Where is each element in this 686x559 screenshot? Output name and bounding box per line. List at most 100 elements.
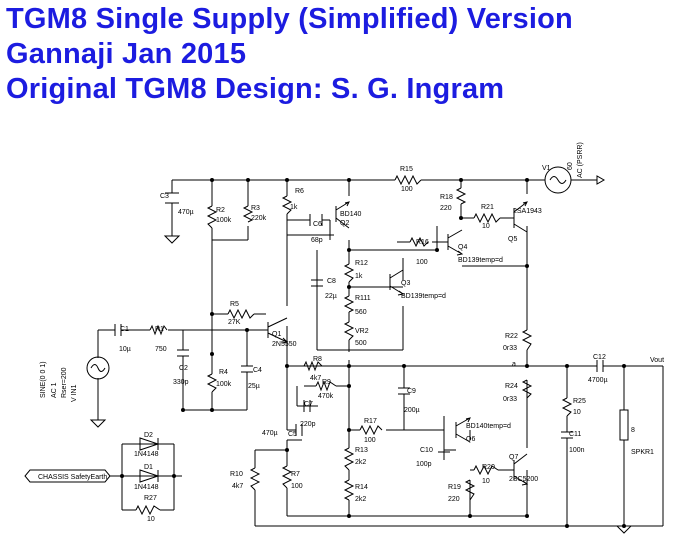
speaker-SPKR1 (619, 409, 629, 441)
label-R4-val: 100k (216, 381, 232, 388)
label-R27-ref: R27 (144, 495, 157, 502)
wires (97, 166, 664, 527)
label-Q4-ref: Q4 (458, 244, 467, 251)
label-C10-ref: C10 (420, 447, 433, 454)
label-R22-val: 0r33 (503, 345, 517, 352)
transistor-Q4 (447, 229, 464, 256)
label-R17-val: 100 (364, 437, 376, 444)
label-R12-ref: R12 (355, 260, 368, 267)
label-C8-val: 22µ (325, 293, 337, 300)
label-R111-val: 560 (355, 309, 367, 316)
label-Q2-val: BD140 (340, 211, 362, 218)
label-vin-line2: AC 1 (51, 382, 58, 398)
label-R21-ref: R21 (481, 204, 494, 211)
label-R25-ref: R25 (573, 398, 586, 405)
label-R4-ref: R4 (219, 369, 228, 376)
label-R8-ref: R8 (313, 356, 322, 363)
resistor-R7 (281, 465, 293, 489)
transistor-Q5 (513, 201, 528, 233)
transistor-Q6 (455, 417, 471, 443)
misc-symbols (24, 175, 633, 534)
transistor-Q1 (267, 317, 289, 344)
label-C12-val: 4700µ (588, 377, 608, 384)
resistor-R24 (521, 379, 533, 399)
label-Q7-val: 2SC5200 (509, 476, 538, 483)
capacitor-C2 (177, 349, 189, 362)
resistor-R6 (281, 195, 293, 215)
label-C5-ref: C5 (288, 431, 297, 438)
label-vin-line3: Rser=200 (61, 367, 68, 398)
label-VR2-val: 500 (355, 340, 367, 347)
label-R24-val: 0r33 (503, 396, 517, 403)
label-R20-ref: R20 (482, 464, 495, 471)
resistors (135, 174, 573, 516)
label-C2-val: 330p (173, 379, 189, 386)
label-R22-ref: R22 (505, 333, 518, 340)
label-C2-ref: C2 (179, 365, 188, 372)
capacitor-C7 (297, 400, 318, 412)
label-chassis: CHASSIS SafetyEarth (38, 474, 107, 481)
label-C7-val: 220p (300, 421, 316, 428)
capacitor-C4 (241, 365, 253, 380)
label-C3-ref: C3 (160, 193, 169, 200)
ground-symbol-c3 (163, 235, 181, 244)
label-R10-ref: R10 (230, 471, 243, 478)
diodes (139, 437, 160, 483)
resistor-R14 (343, 479, 355, 501)
diode-D2 (139, 437, 160, 451)
label-R19-val: 220 (448, 496, 460, 503)
label-R27-val: 10 (147, 516, 155, 523)
label-R2-val: 100k (216, 217, 232, 224)
label-R7-ref: R7 (291, 471, 300, 478)
label-R9-val: 470k (318, 393, 334, 400)
capacitor-C3 (165, 192, 179, 204)
label-C8-ref: C8 (327, 278, 336, 285)
resistor-R10 (249, 467, 261, 491)
transistor-Q2 (335, 201, 350, 229)
resistor-R4 (206, 373, 218, 393)
resistor-R22 (521, 329, 533, 351)
resistor-R2 (206, 205, 218, 229)
resistor-R17 (359, 424, 383, 436)
label-R15-val: 100 (401, 186, 413, 193)
chassis-tag (24, 469, 111, 483)
title-line-3: Original TGM8 Design: S. G. Ingram (6, 73, 505, 105)
title-block: TGM8 Single Supply (Simplified) Version … (6, 2, 573, 107)
label-R7-val: 100 (291, 483, 303, 490)
ground-symbol-out (615, 525, 633, 534)
label-C9-val: 200µ (404, 407, 420, 414)
junction-dots (120, 178, 626, 528)
resistor-R12 (343, 263, 355, 283)
ground-symbol-vin (89, 419, 107, 428)
resistor-R20 (473, 464, 499, 476)
label-R12-val: 1k (355, 273, 363, 280)
capacitors (114, 192, 607, 453)
capacitor-C9 (398, 387, 410, 406)
capacitor-C6 (309, 214, 323, 226)
label-node-a: a (512, 361, 516, 368)
resistor-R111 (343, 295, 355, 313)
resistor-R3 (242, 205, 254, 223)
resistor-R16 (409, 236, 429, 248)
title-line-1: TGM8 Single Supply (Simplified) Version (6, 3, 573, 35)
label-C12-ref: C12 (593, 354, 606, 361)
vout-arrow (588, 175, 606, 185)
transistor-Q3 (389, 269, 405, 296)
label-Q5-ref: Q5 (508, 236, 517, 243)
resistor-R19 (464, 479, 476, 501)
capacitor-C5 (287, 424, 303, 441)
transistor-Q7 (513, 453, 529, 486)
resistor-R25 (561, 397, 573, 417)
capacitor-C8 (311, 279, 323, 287)
label-C1-val: 10µ (119, 346, 131, 353)
resistor-R15 (394, 174, 422, 186)
label-vout: Vout (650, 357, 664, 364)
label-C4-val: 25µ (248, 383, 260, 390)
label-C10-val: 100p (416, 461, 432, 468)
label-Q1-ref: Q1 (272, 331, 281, 338)
label-R13-ref: R13 (355, 447, 368, 454)
label-D1-val: 1N4148 (134, 484, 159, 491)
label-D2-ref: D2 (144, 432, 153, 439)
label-Q4-val: BD139temp=d (458, 257, 503, 264)
